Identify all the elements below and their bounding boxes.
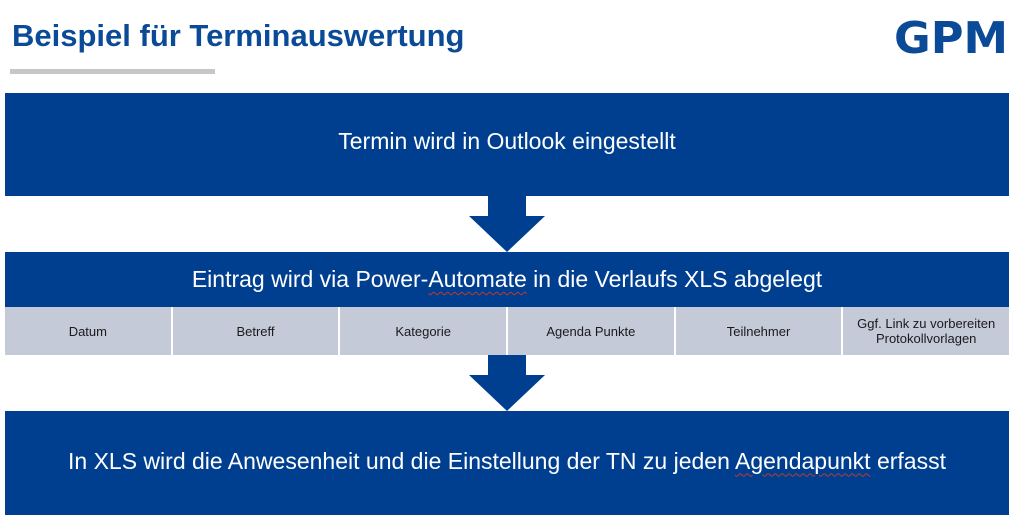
xls-column-header: Datum	[5, 307, 173, 355]
step2-text-after: in die Verlaufs XLS abgelegt	[526, 266, 823, 292]
xls-column-header: Agenda Punkte	[508, 307, 676, 355]
title-underline-rule	[10, 69, 215, 74]
page-title: Beispiel für Terminauswertung	[12, 18, 465, 53]
flow-step-outlook-label: Termin wird in Outlook eingestellt	[338, 128, 676, 154]
step2-text-marked: Automate	[428, 266, 527, 292]
logo-text: GPM	[894, 15, 1008, 57]
gpm-logo: GPM	[894, 15, 1008, 57]
step3-text-before: In XLS wird die Anwesenheit und die Eins…	[68, 447, 735, 474]
down-arrow-icon	[469, 355, 545, 411]
xls-column-header: Kategorie	[340, 307, 509, 355]
flow-step-xls-evaluation-label: In XLS wird die Anwesenheit und die Eins…	[68, 448, 946, 475]
step3-text-after: erfasst	[870, 447, 946, 474]
xls-column-header: Teilnehmer	[675, 307, 844, 355]
flow-step-power-automate-label: Eintrag wird via Power-Automate in die V…	[192, 266, 822, 293]
flow-step-power-automate: Eintrag wird via Power-Automate in die V…	[5, 252, 1009, 307]
step3-text-marked: Agendapunkt	[735, 447, 871, 474]
xls-column-header: Betreff	[172, 307, 341, 355]
down-arrow-icon	[469, 196, 545, 252]
xls-columns-row: Datum Betreff Kategorie Agenda Punkte Te…	[5, 307, 1010, 355]
flow-step-outlook: Termin wird in Outlook eingestellt	[5, 93, 1009, 196]
xls-column-header: Ggf. Link zu vorbereiten Protokollvorlag…	[843, 307, 1010, 355]
flow-step-xls-evaluation: In XLS wird die Anwesenheit und die Eins…	[5, 411, 1009, 515]
step2-text-before: Eintrag wird via Power-	[191, 266, 429, 292]
